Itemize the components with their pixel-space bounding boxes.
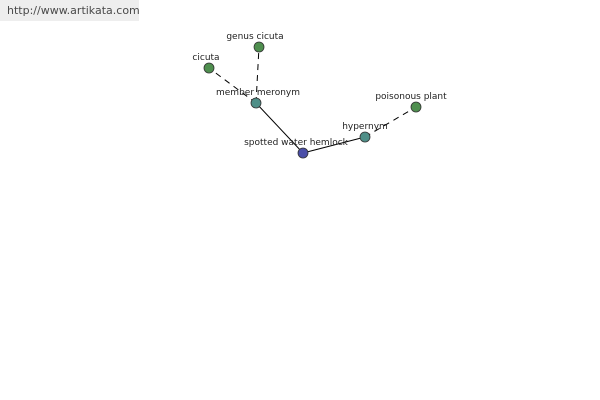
- edge-hemlock-to-member-meronym: [255, 102, 304, 154]
- label-genus-cicuta: genus cicuta: [226, 32, 283, 42]
- label-hypernym: hypernym: [342, 122, 388, 132]
- edge-member-meronym-to-cicuta: [208, 67, 257, 104]
- node-member-meronym[interactable]: [250, 97, 262, 109]
- edge-member-meronym-to-genus-cicuta: [255, 46, 260, 104]
- url-banner: http://www.artikata.com: [0, 0, 140, 21]
- node-cicuta[interactable]: [203, 62, 215, 74]
- node-genus-cicuta[interactable]: [253, 41, 265, 53]
- edge-hemlock-to-hypernym: [302, 136, 366, 154]
- label-poisonous-plant: poisonous plant: [375, 92, 447, 102]
- node-hypernym[interactable]: [359, 131, 371, 143]
- label-spotted-water-hemlock: spotted water hemlock: [244, 138, 349, 148]
- label-cicuta: cicuta: [192, 53, 219, 63]
- label-member-meronym: member meronym: [216, 88, 300, 98]
- node-poisonous-plant[interactable]: [410, 101, 422, 113]
- site-url-link[interactable]: http://www.artikata.com: [7, 4, 140, 17]
- node-spotted-water-hemlock[interactable]: [297, 147, 309, 159]
- edge-hypernym-to-poisonous-plant: [364, 106, 417, 138]
